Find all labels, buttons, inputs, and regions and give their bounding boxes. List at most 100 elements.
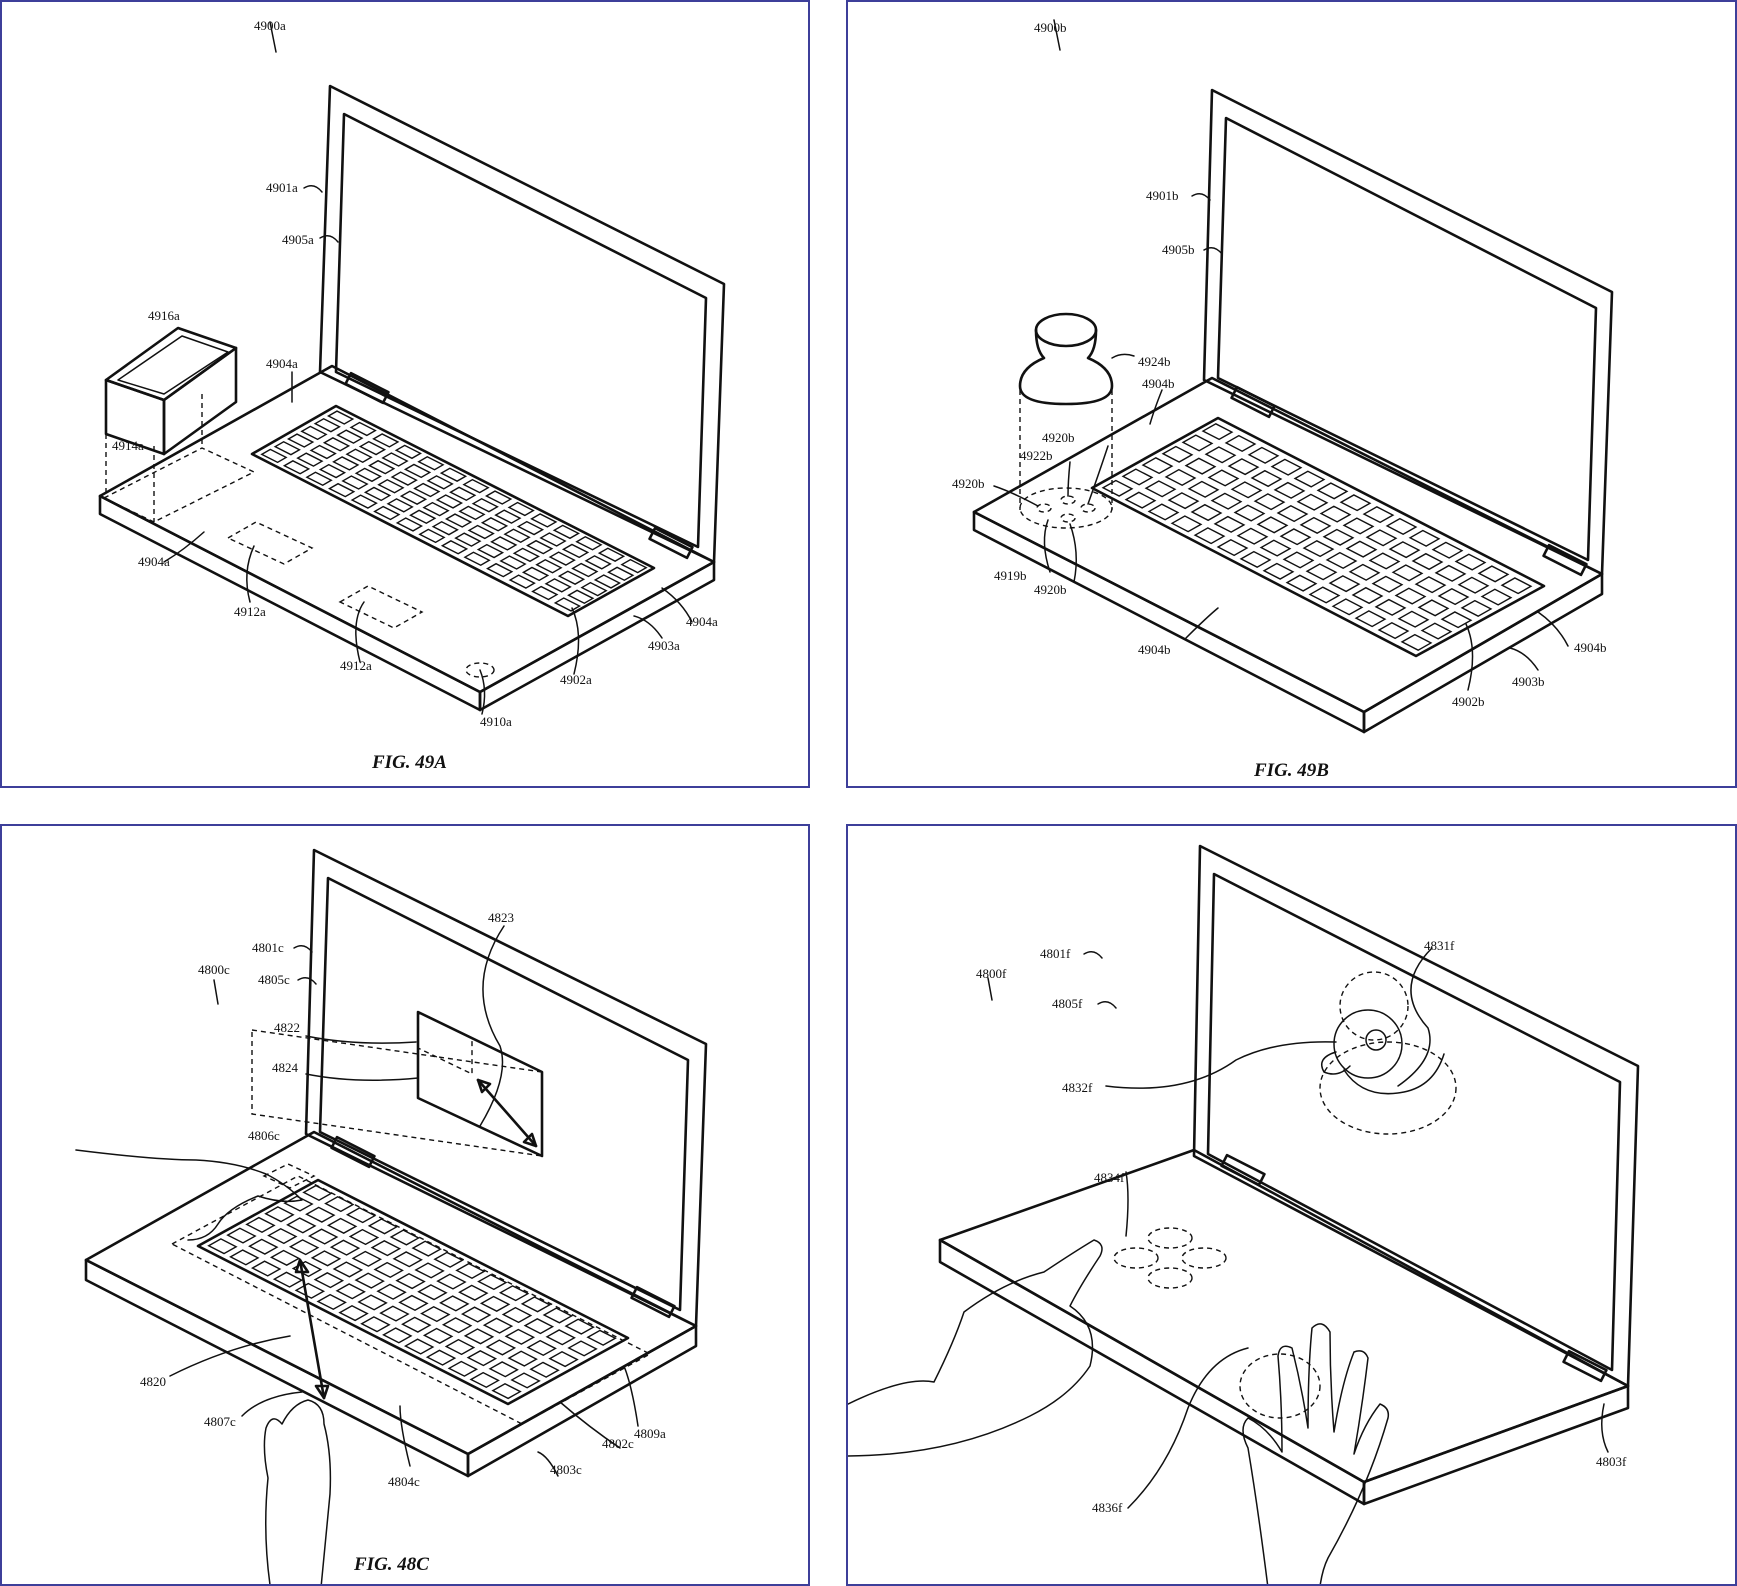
keyboard-key — [341, 475, 369, 490]
keyboard-key — [345, 1207, 377, 1224]
keyboard-key — [354, 1272, 385, 1289]
keyboard-key — [1247, 446, 1280, 464]
ref-label: 4804c — [388, 1474, 420, 1489]
leader-line — [303, 185, 323, 193]
keyboard-key — [1342, 517, 1375, 535]
keyboard-key — [420, 1305, 451, 1323]
keyboard-key — [1339, 494, 1372, 512]
keyboard-key — [561, 543, 590, 559]
keyboard-key — [1141, 457, 1174, 475]
keyboard-key — [286, 1217, 317, 1234]
keyboard-key — [1147, 503, 1180, 521]
hinge-left — [1220, 1153, 1266, 1187]
leader-line — [1149, 389, 1163, 425]
keyboard-key — [564, 1318, 595, 1335]
keyboard-key — [462, 478, 490, 494]
keyboard-key — [260, 448, 288, 464]
keyboard-key — [422, 1327, 454, 1344]
keyboard-key — [1362, 506, 1395, 524]
keyboard-key — [1164, 468, 1197, 487]
ref-label: 4901a — [266, 180, 298, 195]
keyboard-key — [523, 1318, 555, 1335]
keyboard-key — [313, 417, 341, 433]
ref-label: 4912a — [234, 604, 266, 619]
laptop-screen — [334, 112, 708, 549]
keyboard-key — [373, 1261, 404, 1279]
leader-line — [479, 669, 486, 715]
laptop-base-front — [938, 1238, 1366, 1506]
keyboard-key — [336, 429, 364, 444]
leader-line — [1125, 1171, 1129, 1237]
region-4912a — [338, 585, 424, 629]
keyboard-key — [1216, 538, 1249, 557]
keyboard-key — [363, 486, 392, 502]
ref-label: 4801c — [252, 940, 284, 955]
leader-line — [1397, 947, 1433, 1087]
keyboard-key — [1408, 529, 1441, 547]
keyboard-key — [392, 1251, 423, 1268]
keyboard-key — [305, 471, 333, 486]
keyboard-key — [1411, 552, 1444, 571]
keyboard-key — [269, 1249, 301, 1266]
leader-line — [1053, 19, 1061, 51]
keyboard-key — [1227, 458, 1260, 476]
keyboard-key — [1273, 481, 1306, 499]
keyboard-key — [482, 1317, 514, 1334]
keyboard-key — [454, 532, 482, 547]
ref-label: 4800f — [976, 966, 1007, 981]
keyboard-key — [373, 505, 401, 521]
keyboard-key — [467, 524, 495, 540]
hand-lower — [263, 1399, 332, 1584]
keyboard-key — [417, 1284, 448, 1301]
keyboard-key — [1434, 564, 1467, 582]
keyboard-key — [394, 444, 422, 460]
touch-region — [1147, 1267, 1193, 1289]
keyboard-key — [531, 585, 559, 601]
ref-label: 4823 — [488, 910, 514, 925]
leader-line — [269, 21, 277, 53]
keyboard-key — [1253, 493, 1286, 511]
keyboard-key — [1345, 540, 1378, 558]
leader-line — [537, 1451, 559, 1477]
keyboard-key — [425, 1349, 457, 1366]
keyboard-key — [370, 1240, 402, 1257]
ref-label: 4803f — [1596, 1454, 1627, 1469]
keyboard-key — [350, 494, 378, 509]
keyboard-key — [390, 471, 418, 486]
keyboard-key — [264, 1206, 295, 1223]
leader-line — [213, 979, 219, 1005]
keyboard-key — [1348, 563, 1381, 581]
keyboard-key — [1224, 434, 1257, 453]
arrow-4823 — [476, 1078, 538, 1148]
leader-line — [1097, 1001, 1117, 1009]
keyboard-key — [1457, 576, 1490, 594]
hand-left — [848, 1239, 1103, 1457]
keyboard-key — [1319, 505, 1352, 523]
leader-line — [355, 601, 365, 663]
keyboard-key — [620, 558, 648, 574]
ref-label: 4922b — [1020, 448, 1053, 463]
keyboard-key — [310, 1250, 342, 1267]
keyboard-key — [226, 1227, 257, 1244]
keyboard-key — [494, 509, 522, 524]
keyboard-key — [1454, 553, 1487, 571]
keyboard-key — [439, 1295, 470, 1312]
laptop-base-front — [84, 1258, 470, 1478]
keyboard-key — [490, 536, 518, 551]
leader-line — [633, 615, 663, 639]
keyboard-key — [376, 1283, 407, 1300]
laptop-base-side — [478, 560, 716, 712]
keyboard-key — [329, 1239, 361, 1256]
leader-line — [623, 1365, 639, 1427]
leader-line — [293, 945, 313, 953]
leader-line — [246, 545, 255, 603]
keyboard-key — [548, 551, 576, 566]
keyboard-key — [498, 1285, 530, 1302]
keyboard-key — [417, 456, 445, 471]
keyboard-key — [440, 540, 469, 555]
keyboard-key — [1331, 598, 1364, 616]
ref-label: 4910a — [480, 714, 512, 729]
laptop-lid-outline — [1192, 844, 1640, 1388]
figure-caption: FIG. 49A — [371, 752, 447, 773]
ref-label: 4834f — [1094, 1170, 1125, 1185]
